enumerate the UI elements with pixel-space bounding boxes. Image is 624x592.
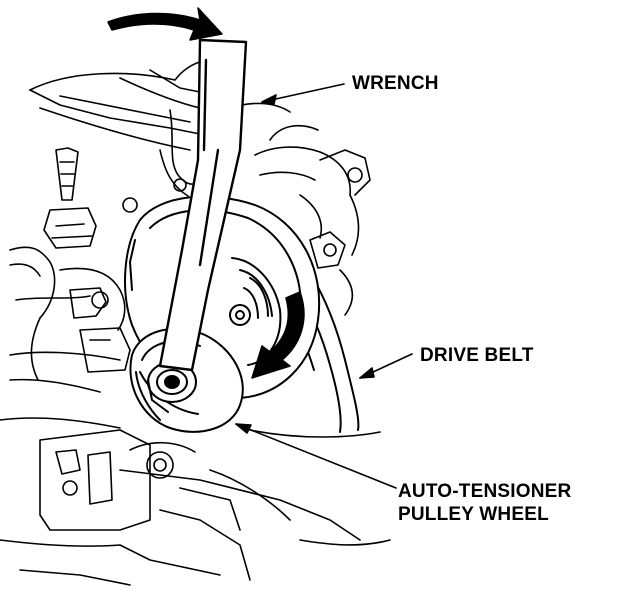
- auto-tensioner-label-line2: PULLEY WHEEL: [398, 504, 549, 525]
- bolt-left: [43, 147, 97, 249]
- drive-belt-label-text: DRIVE BELT: [420, 345, 534, 366]
- wrench-label: WRENCH: [352, 72, 439, 95]
- leader-lines: [235, 83, 413, 489]
- wrench: [158, 38, 248, 372]
- auto-tensioner-label-line1: AUTO-TENSIONER: [398, 481, 572, 502]
- drive-belt-label: DRIVE BELT: [420, 344, 534, 367]
- engine-background: [0, 57, 391, 586]
- wrench-label-text: WRENCH: [352, 73, 439, 94]
- auto-tensioner-label: AUTO-TENSIONER PULLEY WHEEL: [398, 480, 571, 526]
- rotation-arrow-pulley-icon: [251, 291, 305, 379]
- rotation-arrow-top-icon: [107, 7, 223, 41]
